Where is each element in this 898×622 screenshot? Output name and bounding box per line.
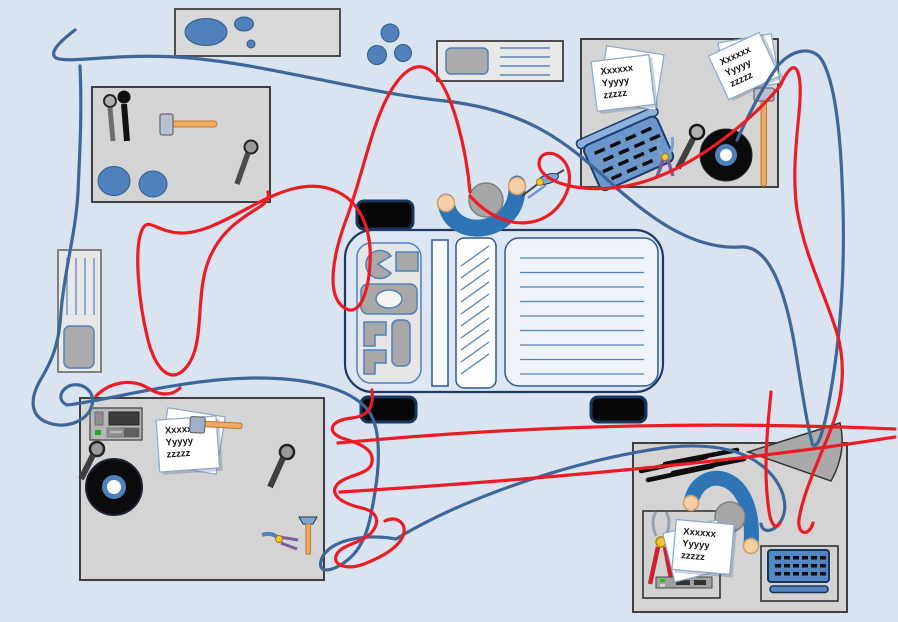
note-line: zzzzz xyxy=(681,550,706,563)
red-travel-path-3 xyxy=(330,388,406,569)
hand-icon xyxy=(742,537,760,555)
station-bottom-right-objects xyxy=(638,422,843,594)
red-travel-path-2 xyxy=(468,66,844,534)
card-lines-icon xyxy=(500,47,550,76)
note-line: Xxxxxx xyxy=(683,526,717,540)
red-travel-path-1 xyxy=(136,65,472,377)
vertical-card-lines-icon xyxy=(66,258,95,315)
machine xyxy=(343,199,665,424)
red-travel-path-7 xyxy=(764,390,782,528)
note-rotated-top-right: Xxxxxx Yyyyy zzzzz xyxy=(707,31,784,102)
wrench-icon xyxy=(675,123,706,170)
mallet-icon xyxy=(189,416,243,434)
worker-arms xyxy=(683,470,759,553)
card-photo-icon xyxy=(445,47,489,75)
station-top-right-tools xyxy=(575,87,775,192)
note-stack-bottom-left: Xxxxxx Yyyyy zzzzz xyxy=(155,407,243,475)
machine-dial-icon xyxy=(375,289,403,309)
worklist-lines-icon xyxy=(520,257,644,375)
vertical-card-block-icon xyxy=(63,325,95,369)
speech-bubble-box xyxy=(174,8,341,57)
note-line: zzzzz xyxy=(166,448,191,461)
red-travel-path-5 xyxy=(338,435,897,494)
pliers-icon xyxy=(655,136,675,178)
note-line: Yyyyy xyxy=(165,436,194,449)
mallet-icon xyxy=(159,113,218,136)
pliers-icon xyxy=(261,531,299,551)
note-line: Yyyyy xyxy=(682,538,711,551)
note-line: Yyyyy xyxy=(601,75,630,89)
wrench-icon xyxy=(103,94,117,108)
worker-center xyxy=(436,169,565,237)
bubble-medium-icon xyxy=(234,16,254,32)
worker-head xyxy=(468,182,504,218)
machine-hatch-panel xyxy=(455,237,497,389)
blue-travel-path-1 xyxy=(52,28,814,444)
red-travel-path-6 xyxy=(94,380,182,398)
vertical-card xyxy=(57,249,102,373)
hatch-lines-icon xyxy=(460,245,490,375)
bubble-small-icon xyxy=(246,39,256,49)
wrench-icon xyxy=(234,139,259,185)
dot-cluster xyxy=(367,23,412,65)
machine-foot-icon xyxy=(359,395,418,424)
hand-icon xyxy=(682,494,700,512)
vinyl-record-icon xyxy=(85,458,143,516)
keyboard-icon xyxy=(767,549,830,594)
hand-icon xyxy=(507,176,527,196)
travel-paths xyxy=(31,28,897,572)
red-travel-path-4 xyxy=(336,423,897,445)
wrench-icon xyxy=(117,90,131,104)
wrench-icon xyxy=(267,443,296,489)
note-line: Xxxxxx xyxy=(600,63,635,78)
part-ellipse-icon xyxy=(138,170,168,198)
wrench-icon xyxy=(78,440,106,481)
part-ellipse-icon xyxy=(97,166,131,196)
note-line: zzzzz xyxy=(603,88,628,102)
hand-icon xyxy=(436,193,456,213)
blue-travel-path-3 xyxy=(31,64,787,572)
machine-worklist-panel xyxy=(504,237,659,387)
machine-slot xyxy=(431,239,449,387)
note-stack-top-right: Xxxxxx Yyyyy zzzzz xyxy=(590,45,665,114)
id-card xyxy=(436,40,564,82)
crate-icon xyxy=(575,106,675,192)
machine-foot-icon xyxy=(589,395,648,424)
worker-arms xyxy=(437,175,526,237)
station-left-tools xyxy=(97,90,259,198)
radio-device-icon xyxy=(89,407,143,441)
station-bottom-left-tools xyxy=(78,407,318,555)
hammer-icon xyxy=(298,516,318,555)
note-stack-bottom-right: Xxxxxx Yyyyy zzzzz xyxy=(662,518,737,583)
bubble-large-icon xyxy=(184,18,228,46)
blue-travel-path-2 xyxy=(735,49,845,447)
